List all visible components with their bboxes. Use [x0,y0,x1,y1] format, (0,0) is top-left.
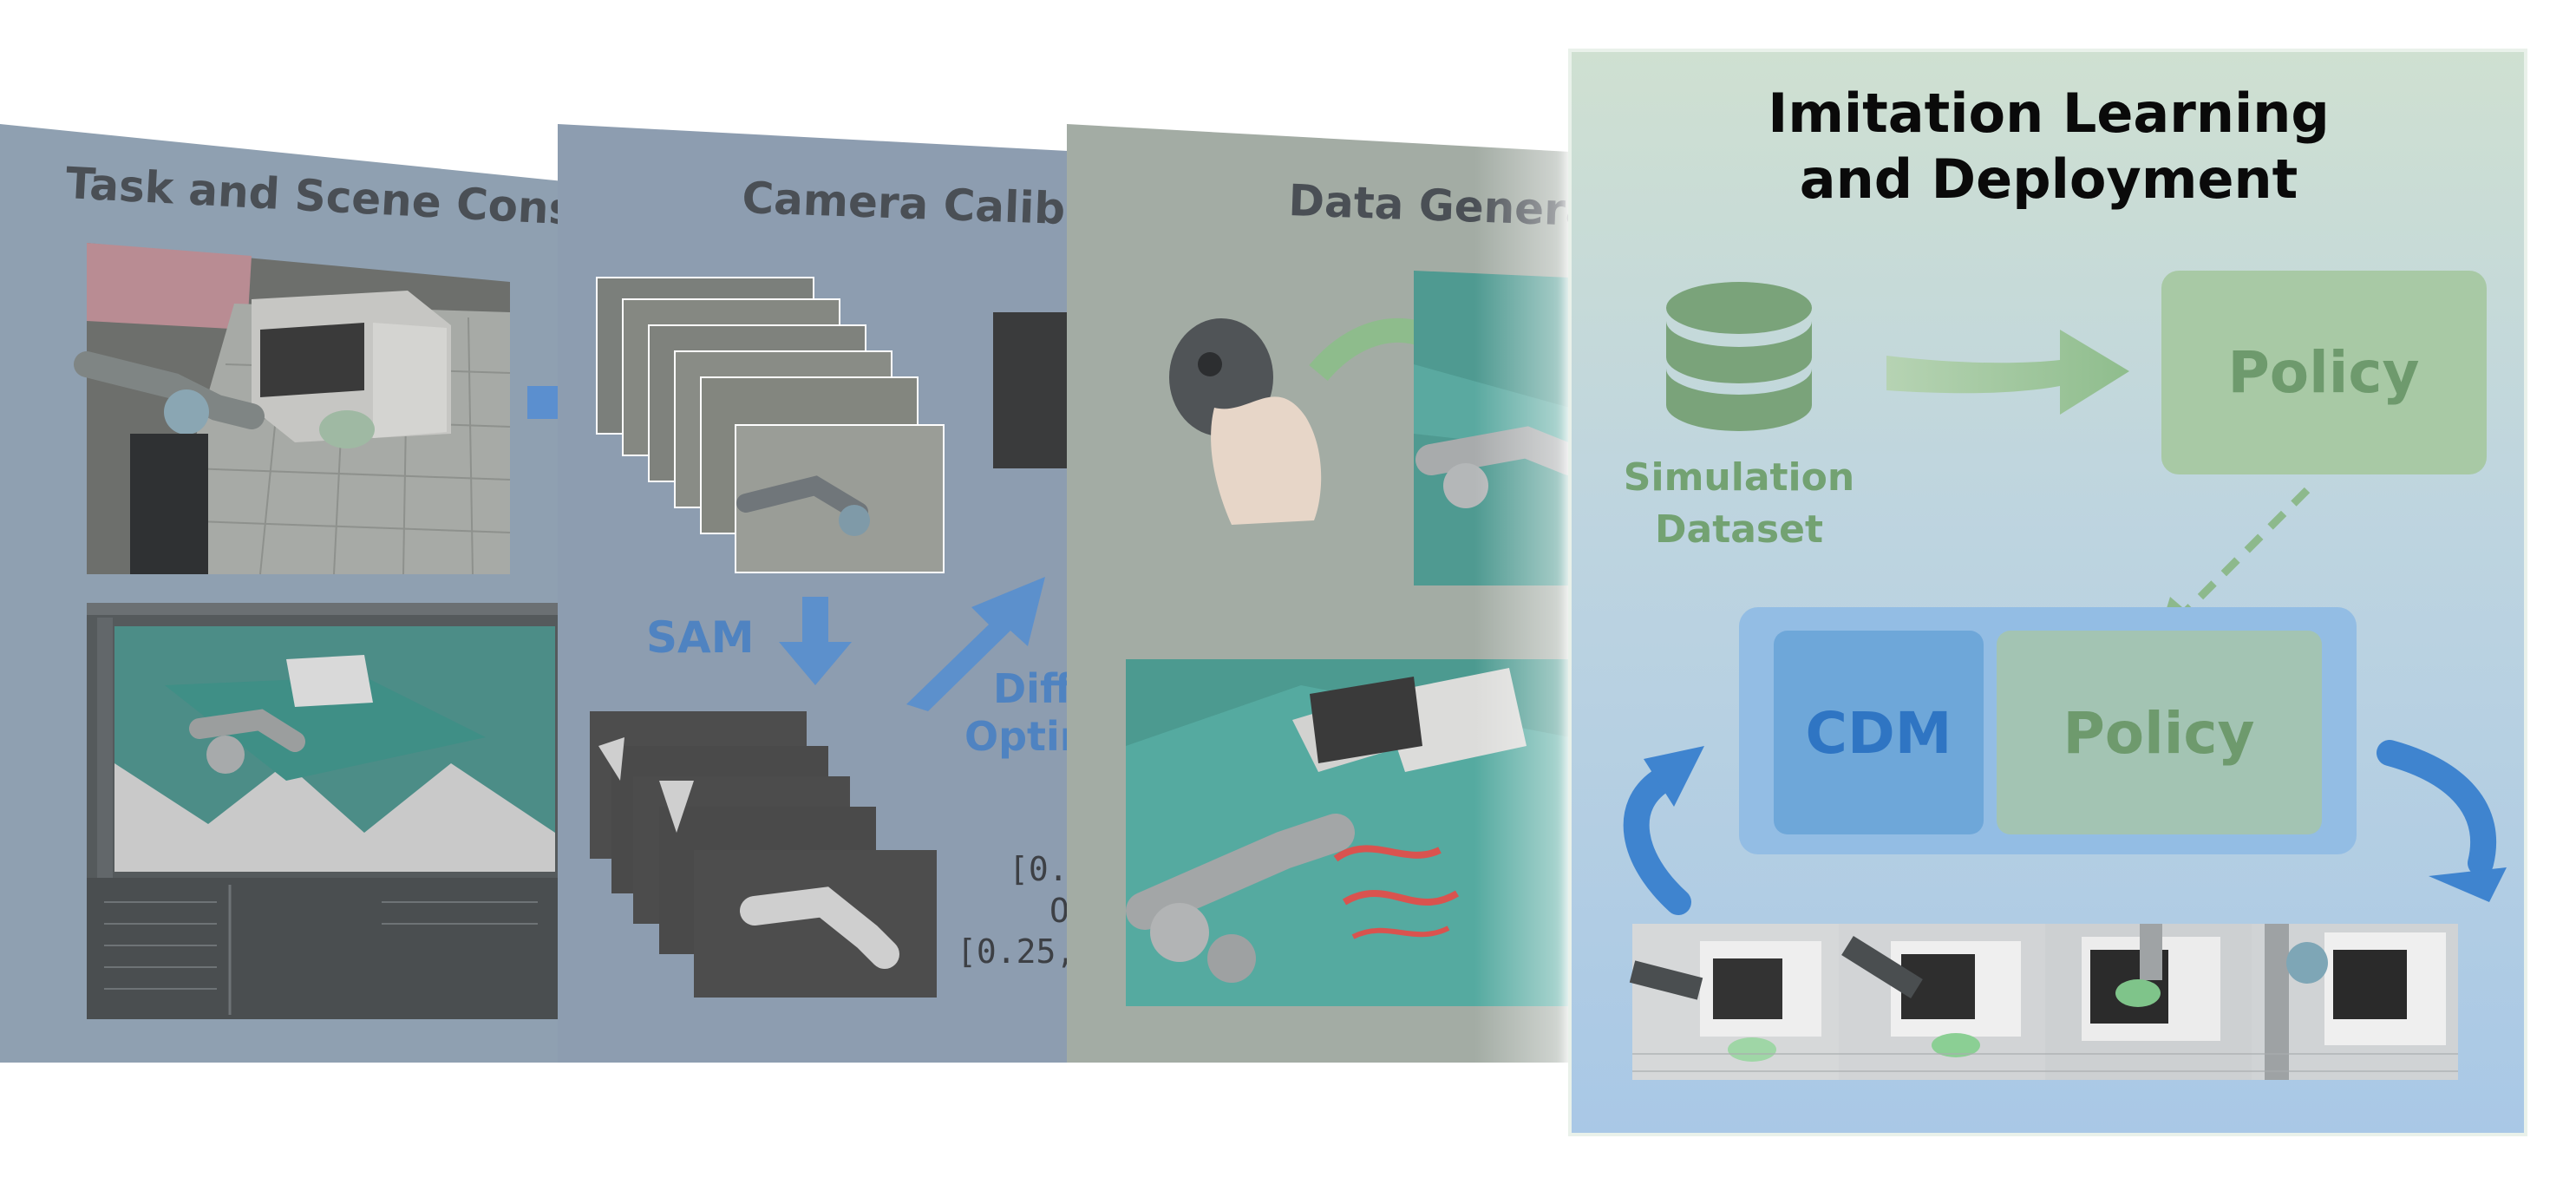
vr-controller-icon [1169,318,1322,525]
panel-task-scene: Task and Scene Const [0,124,597,1063]
panel-camera-calibration: SAM Diff Optin [0.06 O [0.25, -0 Camera … [558,124,1135,1063]
bowl [319,410,375,448]
microwave-icon [252,291,451,442]
diff-label-1: Diff [993,665,1073,712]
loop-arrow-right [2377,740,2507,902]
cdm-box [1774,631,1984,834]
microwave-icon [1310,677,1422,763]
pose-line-2: O [1049,892,1069,930]
train-arrow [1886,330,2129,415]
final-title-line-1: Imitation Learning [1768,82,2330,145]
policy-box-bottom-label: Policy [2063,700,2254,767]
deployment-frame-4 [2252,924,2458,1080]
sam-arrow [779,597,852,685]
cdm-label: CDM [1806,700,1952,767]
deployment-frame-3 [2045,924,2252,1080]
loop-arrow-left [1623,746,1704,915]
database-icon [1666,282,1812,431]
cdm-policy-group: CDM Policy [1739,607,2357,854]
dataset-label-line-1: Simulation [1624,455,1854,500]
deployment-frame-2 [1839,924,2045,1080]
panel-camera-calibration-title: Camera Calibr [742,173,1089,235]
sam-label: SAM [646,612,754,663]
dataset-label-line-2: Dataset [1655,507,1823,552]
arrow-stub [527,386,562,419]
real-scene-photo [74,243,511,575]
policy-box-bottom [1997,631,2322,834]
simulator-screenshot [87,603,562,1019]
robot-arm-icon [74,351,265,574]
policy-box-top: Policy [2161,271,2487,474]
mask-image-stack [590,711,937,998]
policy-box-top-label: Policy [2227,339,2419,406]
diff-opt-arrow [906,577,1045,711]
deployment-frame-1 [1629,924,1839,1080]
deployment-photo-strip [1629,924,2458,1080]
calibration-image-stack [596,277,945,573]
final-title-line-2: and Deployment [1800,147,2298,211]
panel-imitation-learning: Imitation Learning and Deployment Simula… [1566,48,2530,1139]
